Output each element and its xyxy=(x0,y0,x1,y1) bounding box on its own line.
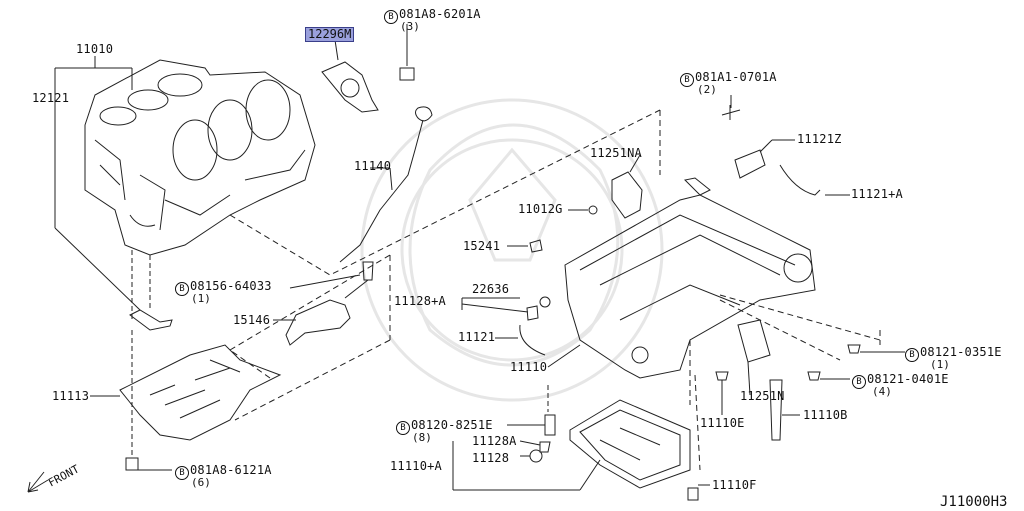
diagram-code: J11000H3 xyxy=(940,494,1008,510)
bolt-symbol-icon: B xyxy=(396,421,410,435)
bolt-symbol-icon: B xyxy=(905,348,919,362)
part-label-11010[interactable]: 11010 xyxy=(76,42,114,56)
upper-oil-pan-drawing xyxy=(564,177,816,379)
bolt-qty: (1) xyxy=(930,358,950,371)
part-label-11121Z[interactable]: 11121Z xyxy=(797,132,842,146)
part-label-11128[interactable]: 11128 xyxy=(472,451,510,465)
part-label-11110[interactable]: 11110 xyxy=(510,360,548,374)
cylinder-block-drawing xyxy=(84,59,316,256)
part-label-11251NA[interactable]: 11251NA xyxy=(590,146,642,160)
bolt-qty: (4) xyxy=(872,385,892,398)
part-label-12121[interactable]: 12121 xyxy=(32,91,70,105)
part-label-11110A[interactable]: 11110+A xyxy=(390,459,442,473)
part-label-11251N[interactable]: 11251N xyxy=(740,389,785,403)
part-label-11113[interactable]: 11113 xyxy=(52,389,90,403)
bolt-symbol-icon: B xyxy=(175,282,189,296)
part-label-11110B[interactable]: 11110B xyxy=(803,408,848,422)
part-label-11110F[interactable]: 11110F xyxy=(712,478,757,492)
part-label-11110E[interactable]: 11110E xyxy=(700,416,745,430)
bolt-symbol-icon: B xyxy=(175,466,189,480)
bolt-symbol-icon: B xyxy=(384,10,398,24)
bolt-symbol-icon: B xyxy=(852,375,866,389)
part-label-12296M[interactable]: 12296M xyxy=(305,27,355,42)
part-label-11128A-top[interactable]: 11128+A xyxy=(394,294,446,308)
part-label-11121A[interactable]: 11121+A xyxy=(851,187,903,201)
bolt-qty: (1) xyxy=(191,292,211,305)
part-label-15146[interactable]: 15146 xyxy=(233,313,271,327)
part-label-15241[interactable]: 15241 xyxy=(463,239,501,253)
part-label-11128A[interactable]: 11128A xyxy=(472,434,517,448)
bolt-qty: (2) xyxy=(697,83,717,96)
watermark-emblem xyxy=(360,98,664,402)
part-label-11012G[interactable]: 11012G xyxy=(518,202,563,216)
bolt-symbol-icon: B xyxy=(680,73,694,87)
bolt-qty: (6) xyxy=(191,476,211,489)
lower-oil-pan-drawing xyxy=(569,399,691,489)
bolt-qty: (8) xyxy=(412,431,432,444)
part-label-22636[interactable]: 22636 xyxy=(472,282,510,296)
bolt-qty: (3) xyxy=(400,20,420,33)
part-label-11140[interactable]: 11140 xyxy=(354,159,392,173)
part-label-11121[interactable]: 11121 xyxy=(458,330,496,344)
